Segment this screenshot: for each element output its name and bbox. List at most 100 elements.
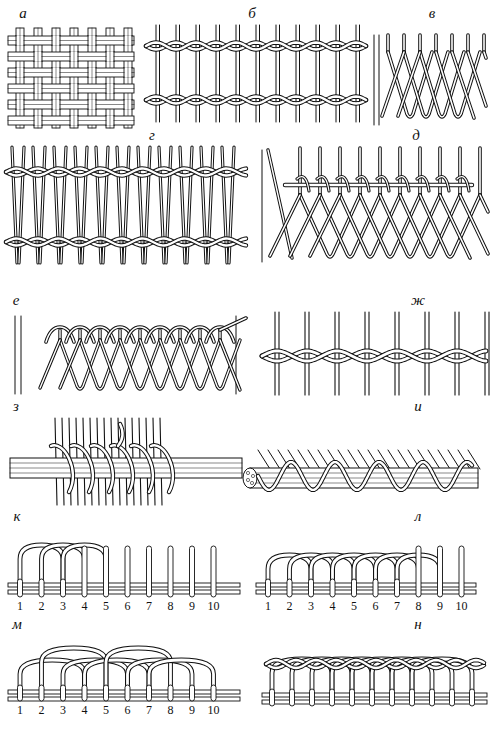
rod-fill [111,445,133,492]
stake-over [89,35,96,45]
rod-outline [438,148,442,195]
stake [438,546,443,597]
rod-outline [398,52,420,116]
stake-number: 1 [16,600,24,613]
rod-fill [398,52,420,116]
reed-line [78,115,79,125]
reed-line [24,35,25,45]
reed-line [216,25,217,122]
panel-letter: в [428,5,437,22]
weaver [8,100,134,109]
rod-fill [419,148,421,195]
rod-fill [200,340,240,389]
rod-fill [285,184,472,186]
weaver [8,116,134,125]
reed-line [110,51,111,61]
reed-line [16,67,17,77]
panel-letter: н [413,616,422,633]
stake [350,689,355,706]
rod-outline [200,340,240,389]
rod-outline [146,97,366,104]
stake [430,689,435,706]
stake [270,689,275,706]
weaver [8,36,134,45]
rod-fill [480,195,488,212]
rod-fill [310,195,340,256]
reed-line [96,99,97,109]
wrapped-rod [10,418,242,505]
stake [470,689,475,706]
reed-line [60,99,61,109]
rod-fill [479,148,481,195]
rod-fill [262,351,486,361]
rod-fill [40,340,60,388]
stake-number: 4 [329,600,337,613]
reed-line [336,25,337,122]
reed-line [34,51,35,61]
stake [450,689,455,706]
reed-line [268,450,280,469]
reed-line [56,99,57,109]
reed-line [88,99,89,109]
rod-outline [268,150,292,258]
stake [370,689,375,706]
stake-over [89,99,96,109]
rod-outline [111,445,133,492]
reed-line [10,463,242,464]
stake-number: 9 [436,600,444,613]
rod-outline [337,177,349,191]
stake [168,546,173,597]
stake [125,685,130,701]
stake [266,579,271,597]
rod-fill [436,52,480,117]
reed-line [21,316,22,394]
rod-fill [457,177,469,191]
rod-outline [310,195,340,256]
stake [352,579,357,597]
rod-fill [359,148,361,195]
reed-line [42,51,43,61]
rod-outline [266,660,484,668]
weaver [8,68,134,77]
stake-number: 9 [188,600,196,613]
rod-outline [320,195,380,257]
stake [287,579,292,597]
reed-line [132,99,133,109]
reed-line [448,450,460,469]
rod-outline [478,148,482,195]
reed-line [8,104,134,105]
stake-over [71,115,78,125]
rod-end [243,468,257,488]
rod-fill [483,35,485,52]
reed-line [24,67,25,77]
stake-number: 4 [81,600,89,613]
twined-weave [146,25,366,122]
reed-end [246,471,249,474]
twined-weave-paired [6,147,246,263]
stake [88,28,96,128]
reed-line [159,25,160,122]
rod-fill [266,660,484,668]
stake [18,579,23,597]
rod-outline [6,239,246,246]
border-step-2 [256,546,476,597]
stake [190,546,195,597]
stake [16,28,24,128]
rod-outline [437,177,449,191]
reed-line [279,25,280,122]
reed-line [348,450,360,469]
border-step-3 [8,648,240,701]
rod-fill [220,340,240,390]
rod-outline [262,351,486,361]
rod-fill [467,35,469,52]
reed-line [42,115,43,125]
rod-fill [379,148,381,195]
rod-outline [91,445,113,492]
panel-letter: к [12,508,21,525]
reed-end [246,478,249,481]
stake-number: 1 [264,600,272,613]
reed-line [70,51,71,61]
reed-line [92,99,93,109]
reed-line [239,25,240,122]
reed-line [96,35,97,45]
